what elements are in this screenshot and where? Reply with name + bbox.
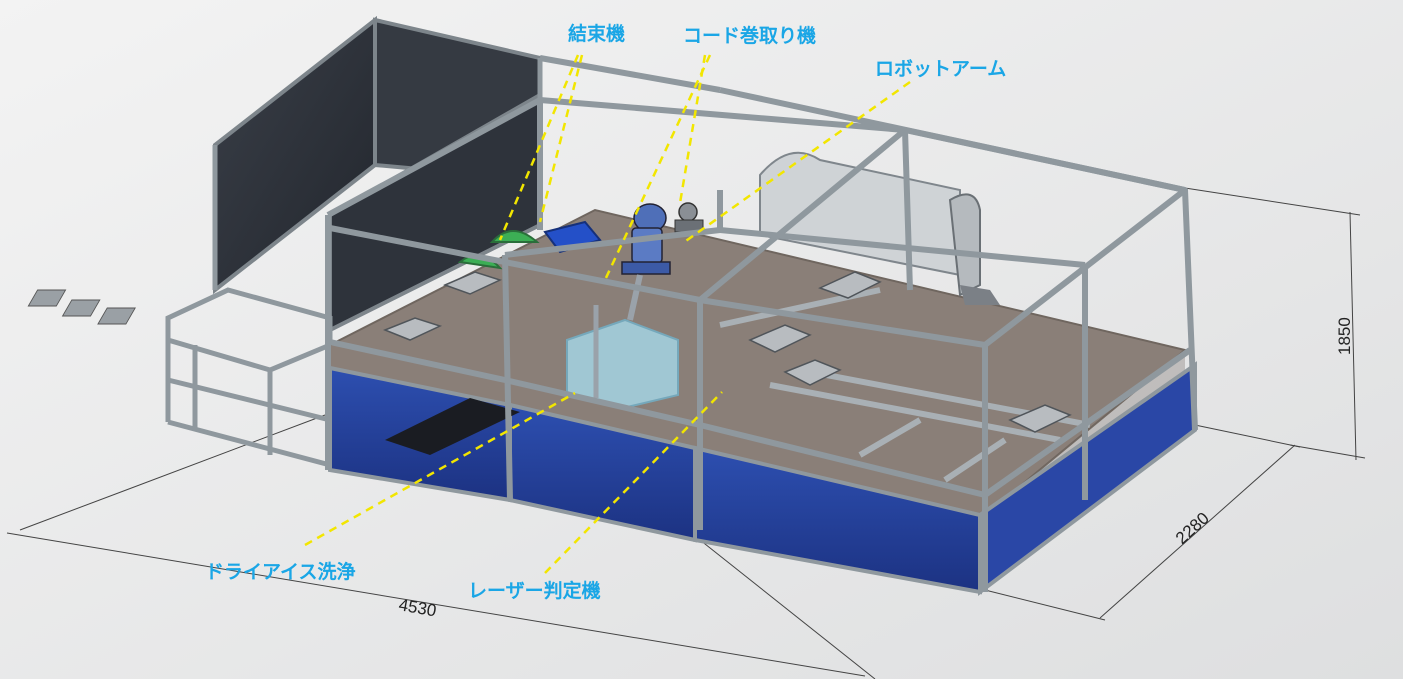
left-side-fixtures: [27, 289, 136, 325]
leader-lines: [304, 54, 911, 574]
leader-robot: [682, 80, 911, 245]
label-cord-winder: コード巻取り機: [683, 24, 816, 47]
left-enclosure: [212, 15, 543, 334]
dimension-height: 1850: [1335, 317, 1354, 355]
label-robot-arm: ロボットアーム: [875, 58, 1006, 80]
label-bundling-machine: 結束機: [568, 22, 625, 45]
cord-winder-model: [674, 202, 704, 233]
leader-dryice: [304, 391, 576, 547]
label-dry-ice-cleaning: ドライアイス洗浄: [205, 560, 355, 583]
deck-fixtures: [382, 271, 1072, 433]
main-frame: [325, 55, 1198, 592]
blue-jig: [543, 220, 602, 254]
leader-laser: [544, 391, 723, 574]
leader-cord-2: [678, 54, 707, 204]
robot-arm-model: [621, 203, 671, 321]
dimension-lines: [6, 187, 1366, 679]
leader-bundling-2: [538, 54, 584, 223]
label-laser-inspection: レーザー判定機: [468, 579, 601, 602]
leader-bundling-1: [498, 54, 580, 241]
